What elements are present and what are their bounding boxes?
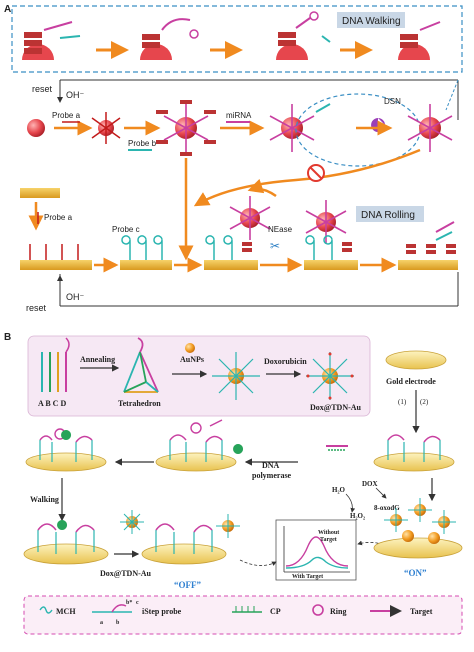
aunp-tdn [212, 352, 260, 400]
dna-polymerase-label-1: DNA [262, 461, 280, 470]
disk-walking-start [25, 428, 107, 472]
legend-cp-label: CP [270, 607, 281, 616]
tetrahedron-icon [123, 337, 159, 393]
probe-a-label-top: Probe a [52, 111, 81, 120]
rolling-bead-2 [305, 200, 347, 244]
mch-icon [39, 606, 53, 614]
dashed-ellipse [295, 93, 421, 167]
electrode-sequence [20, 235, 458, 273]
oh-top-label: OH⁻ [66, 90, 85, 100]
legend-target-label: Target [410, 607, 433, 616]
oh-bottom-label: OH⁻ [66, 292, 85, 302]
without-target-curve [285, 536, 349, 567]
probe-c-label: Probe c [112, 225, 140, 234]
dna-rolling-tag [356, 206, 424, 222]
disk-off-right [141, 514, 240, 565]
bead-complex-2 [269, 103, 331, 152]
dox-tdn-au [306, 352, 354, 400]
dna-walking-label: DNA Walking [342, 16, 401, 27]
gold-electrode-icon [385, 350, 447, 370]
without-target-label-1: Without [318, 530, 339, 536]
dna-rolling-label: DNA Rolling [361, 210, 415, 221]
tetrahedron-label: Tetrahedron [118, 399, 161, 408]
disk-probe-loaded [373, 434, 455, 472]
mirna-label: miRNA [226, 111, 252, 120]
synthesis-box [27, 335, 371, 417]
aunp-icon [185, 343, 195, 353]
legend-seg-bstar: b* [126, 600, 132, 606]
strand-letters: A B C D [38, 399, 66, 408]
bead-complex-1 [156, 100, 216, 156]
scissors-icon: ✂ [270, 239, 280, 253]
walking-label: Walking [30, 495, 59, 504]
walking-step-4 [398, 21, 441, 60]
legend-seg-a: a [100, 620, 103, 626]
ring-icon [312, 604, 324, 616]
on-label: “ON” [404, 568, 427, 578]
h2o-label: H₂O [332, 486, 346, 494]
legend-seg-c: c [136, 600, 139, 606]
step-1-label: (1) [398, 398, 407, 406]
dox-tdn-au-label: Dox@TDN-Au [310, 403, 362, 412]
disk-on [373, 498, 463, 559]
without-target-label-2: Target [320, 537, 337, 543]
dox-label: DOX [362, 480, 378, 488]
signal-plot-box [275, 519, 357, 581]
nease-label: NEase [268, 225, 293, 234]
step-2-label: (2) [420, 398, 429, 406]
dna-polymerase-label-2: polymerase [252, 471, 292, 480]
bead [27, 119, 45, 137]
walking-step-1 [22, 21, 81, 60]
curved-arrow-to-rolling [193, 148, 421, 207]
dsn-enzyme-icon [371, 118, 386, 132]
gold-electrode-label: Gold electrode [386, 377, 436, 386]
gold-bar-start [20, 188, 60, 198]
polymerase-icon [233, 444, 244, 454]
bead-complex-3 [407, 104, 453, 152]
doxorubicin-label: Doxorubicin [264, 357, 307, 366]
with-target-label: With Target [292, 574, 323, 580]
aunps-label: AuNPs [180, 355, 204, 364]
probe-a-label-bottom: Probe a [44, 213, 73, 222]
disk-off-left [23, 520, 109, 565]
dsn-label: DSN [384, 97, 401, 106]
strands-abcd [41, 337, 70, 392]
reset-bottom-label: reset [26, 303, 47, 313]
dox-tdn-au-small [120, 510, 144, 534]
h2o2-label: H₂O₂ [350, 512, 365, 520]
dox-tdn-au-label-2: Dox@TDN-Au [100, 569, 152, 578]
panel-a-label: A [4, 4, 11, 15]
legend-seg-b: b [116, 620, 120, 626]
legend-ring-label: Ring [330, 607, 346, 616]
disk-polymerase [155, 419, 237, 472]
panel-b-label: B [4, 332, 11, 343]
dna-walking-tag [337, 12, 405, 28]
oxodg-label: 8-oxodG [374, 504, 400, 512]
off-label: “OFF” [174, 580, 201, 590]
bead-with-probe-a [91, 112, 121, 144]
walking-step-2 [140, 18, 199, 60]
legend-istep [92, 604, 132, 613]
dna-walking-box [11, 5, 463, 73]
annealing-label: Annealing [80, 355, 115, 364]
legend-mch [39, 606, 53, 614]
legend-mch-label: MCH [56, 607, 76, 616]
reset-top-label: reset [32, 84, 53, 94]
legend-cp [232, 606, 262, 613]
legend-box [23, 595, 463, 635]
rolling-bead-1 [229, 196, 271, 240]
with-target-curve [285, 556, 349, 569]
probe-b-label: Probe b [128, 139, 157, 148]
legend-istep-label: iStep probe [142, 607, 182, 616]
walking-step-3 [276, 11, 331, 60]
